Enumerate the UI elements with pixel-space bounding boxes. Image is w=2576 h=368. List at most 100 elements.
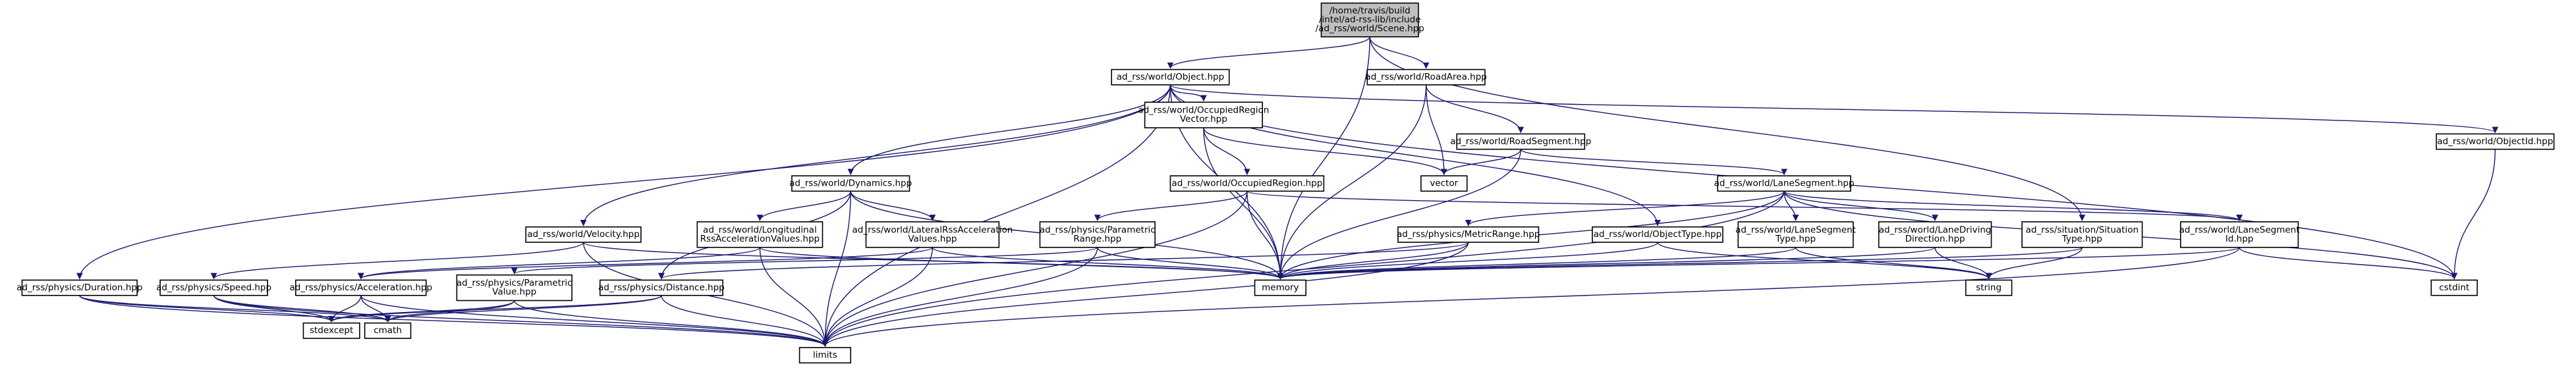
- node-lanedriving-label-0: ad_rss/world/LaneDriving: [1879, 224, 1992, 235]
- node-roadsegment-box: [1456, 133, 1586, 150]
- node-distance-box: [599, 279, 723, 296]
- edge-speed-to-stdexcept: [213, 295, 335, 323]
- node-roadsegment[interactable]: ad_rss/world/RoadSegment.hpp: [1450, 133, 1591, 150]
- node-duration[interactable]: ad_rss/physics/Duration.hpp: [16, 279, 142, 296]
- node-string[interactable]: string: [1965, 279, 2013, 296]
- edge-lanesegid-to-cstdint: [2239, 247, 2457, 280]
- node-occregionvector-label-0: ad_rss/world/OccupiedRegion: [1138, 105, 1269, 116]
- edge-roadarea-to-vector: [1425, 84, 1447, 176]
- node-vector-box: [1420, 175, 1468, 192]
- edge-metricrange-to-limits: [822, 242, 1469, 347]
- edge-metricrange-to-memory: [1277, 242, 1469, 280]
- node-velocity[interactable]: ad_rss/world/Velocity.hpp: [525, 226, 642, 243]
- node-lateral[interactable]: ad_rss/world/LateralRssAccelerationValue…: [853, 221, 1013, 248]
- node-acceleration[interactable]: ad_rss/physics/Acceleration.hpp: [290, 279, 433, 296]
- node-cmath-box: [364, 322, 412, 339]
- node-paramvalue-box: [456, 274, 573, 302]
- edge-object-to-dynamics: [847, 84, 1171, 176]
- edge-dynamics-to-lateral: [850, 191, 936, 221]
- node-speed-box: [159, 279, 268, 296]
- edge-longitudinal-to-memory: [759, 247, 1283, 280]
- edge-occregionvector-to-vector: [1203, 127, 1447, 176]
- node-lanesegment-label-0: ad_rss/world/LaneSegment.hpp: [1714, 178, 1855, 188]
- node-stdexcept-box: [302, 322, 360, 339]
- node-cmath[interactable]: cmath: [364, 322, 412, 339]
- node-lanesegtype-label-1: Type.hpp: [1775, 234, 1816, 244]
- node-objectid[interactable]: ad_rss/world/ObjectId.hpp: [2436, 133, 2555, 150]
- node-metricrange-box: [1397, 226, 1540, 243]
- node-lanesegid-label-0: ad_rss/world/LaneSegment: [2179, 224, 2300, 235]
- edge-speed-to-limits: [213, 295, 829, 347]
- edge-lanesegment-to-lanesegid: [1783, 190, 2243, 221]
- node-stdexcept-label-0: stdexcept: [310, 325, 353, 336]
- node-memory-box: [1254, 279, 1306, 296]
- node-cstdint-label-0: cstdint: [2439, 282, 2469, 293]
- node-scene-label-0: /home/travis/build: [1330, 6, 1411, 16]
- edge-occregion-to-lanesegid: [1246, 190, 2243, 221]
- edge-lanesegment-to-metricrange: [1465, 191, 1785, 226]
- node-stdexcept[interactable]: stdexcept: [302, 322, 360, 339]
- node-acceleration-label-0: ad_rss/physics/Acceleration.hpp: [290, 282, 433, 293]
- node-dynamics-box: [791, 175, 910, 192]
- node-object-box: [1111, 68, 1230, 86]
- node-objecttype[interactable]: ad_rss/world/ObjectType.hpp: [1592, 226, 1723, 243]
- node-longitudinal[interactable]: ad_rss/world/LongitudinalRssAcceleration…: [696, 221, 824, 248]
- edge-longitudinal-to-acceleration: [358, 247, 761, 280]
- node-roadarea-box: [1366, 68, 1486, 86]
- node-longitudinal-label-1: RssAccelerationValues.hpp: [700, 234, 820, 244]
- edge-object-to-velocity: [580, 84, 1171, 226]
- node-metricrange-label-0: ad_rss/physics/MetricRange.hpp: [1397, 229, 1540, 240]
- edge-object-to-objectid: [1169, 84, 2498, 134]
- node-limits[interactable]: limits: [798, 347, 851, 364]
- node-lanesegment-box: [1717, 175, 1851, 192]
- node-memory-label-0: memory: [1262, 282, 1299, 293]
- node-occregion[interactable]: ad_rss/world/OccupiedRegion.hpp: [1169, 175, 1325, 192]
- edge-duration-to-stdexcept: [79, 295, 335, 323]
- node-string-label-0: string: [1976, 282, 2002, 293]
- node-lanesegment[interactable]: ad_rss/world/LaneSegment.hpp: [1714, 175, 1855, 192]
- edge-longitudinal-to-limits: [759, 247, 829, 347]
- node-metricrange[interactable]: ad_rss/physics/MetricRange.hpp: [1397, 226, 1540, 243]
- node-roadarea[interactable]: ad_rss/world/RoadArea.hpp: [1365, 68, 1487, 86]
- node-object[interactable]: ad_rss/world/Object.hpp: [1111, 68, 1230, 86]
- node-vector[interactable]: vector: [1420, 175, 1468, 192]
- node-string-box: [1965, 279, 2013, 296]
- node-cstdint[interactable]: cstdint: [2430, 279, 2478, 296]
- node-paramrange-label-0: ad_rss/physics/Parametric: [1040, 224, 1156, 235]
- edge-distance-to-stdexcept: [328, 295, 662, 323]
- edge-occregionvector-to-memory: [1203, 128, 1284, 280]
- edge-paramvalue-to-stdexcept: [328, 300, 515, 323]
- node-lateral-label-0: ad_rss/world/LateralRssAcceleration: [853, 224, 1013, 235]
- node-scene-label-2: /ad_rss/world/Scene.hpp: [1316, 24, 1424, 34]
- edge-distance-to-cmath: [384, 295, 662, 323]
- node-occregion-label-0: ad_rss/world/OccupiedRegion.hpp: [1171, 178, 1322, 188]
- node-roadarea-label-0: ad_rss/world/RoadArea.hpp: [1365, 72, 1486, 82]
- edge-roadsegment-to-lanesegment: [1520, 149, 1787, 176]
- edge-lanesegment-to-lanedriving: [1783, 191, 1938, 221]
- node-speed[interactable]: ad_rss/physics/Speed.hpp: [156, 279, 271, 296]
- edge-acceleration-to-limits: [360, 295, 829, 347]
- node-memory[interactable]: memory: [1254, 279, 1306, 296]
- node-lanesegtype-label-0: ad_rss/world/LaneSegment: [1735, 224, 1856, 235]
- node-dynamics[interactable]: ad_rss/world/Dynamics.hpp: [789, 175, 912, 192]
- node-paramvalue-label-0: ad_rss/physics/Parametric: [457, 278, 573, 288]
- node-distance[interactable]: ad_rss/physics/Distance.hpp: [598, 279, 725, 296]
- node-lanesegid-label-1: Id.hpp: [2226, 234, 2254, 244]
- edge-occregion-to-memory: [1246, 191, 1284, 280]
- node-duration-box: [21, 279, 138, 296]
- edge-occregion-to-limits: [822, 191, 1248, 347]
- node-longitudinal-box: [696, 221, 824, 248]
- edge-paramvalue-to-cmath: [384, 300, 515, 323]
- edge-occregion-to-paramrange: [1094, 191, 1248, 221]
- edge-roadsegment-to-vector: [1440, 149, 1521, 176]
- edge-dynamics-to-limits: [822, 191, 851, 347]
- node-occregion-box: [1169, 175, 1325, 192]
